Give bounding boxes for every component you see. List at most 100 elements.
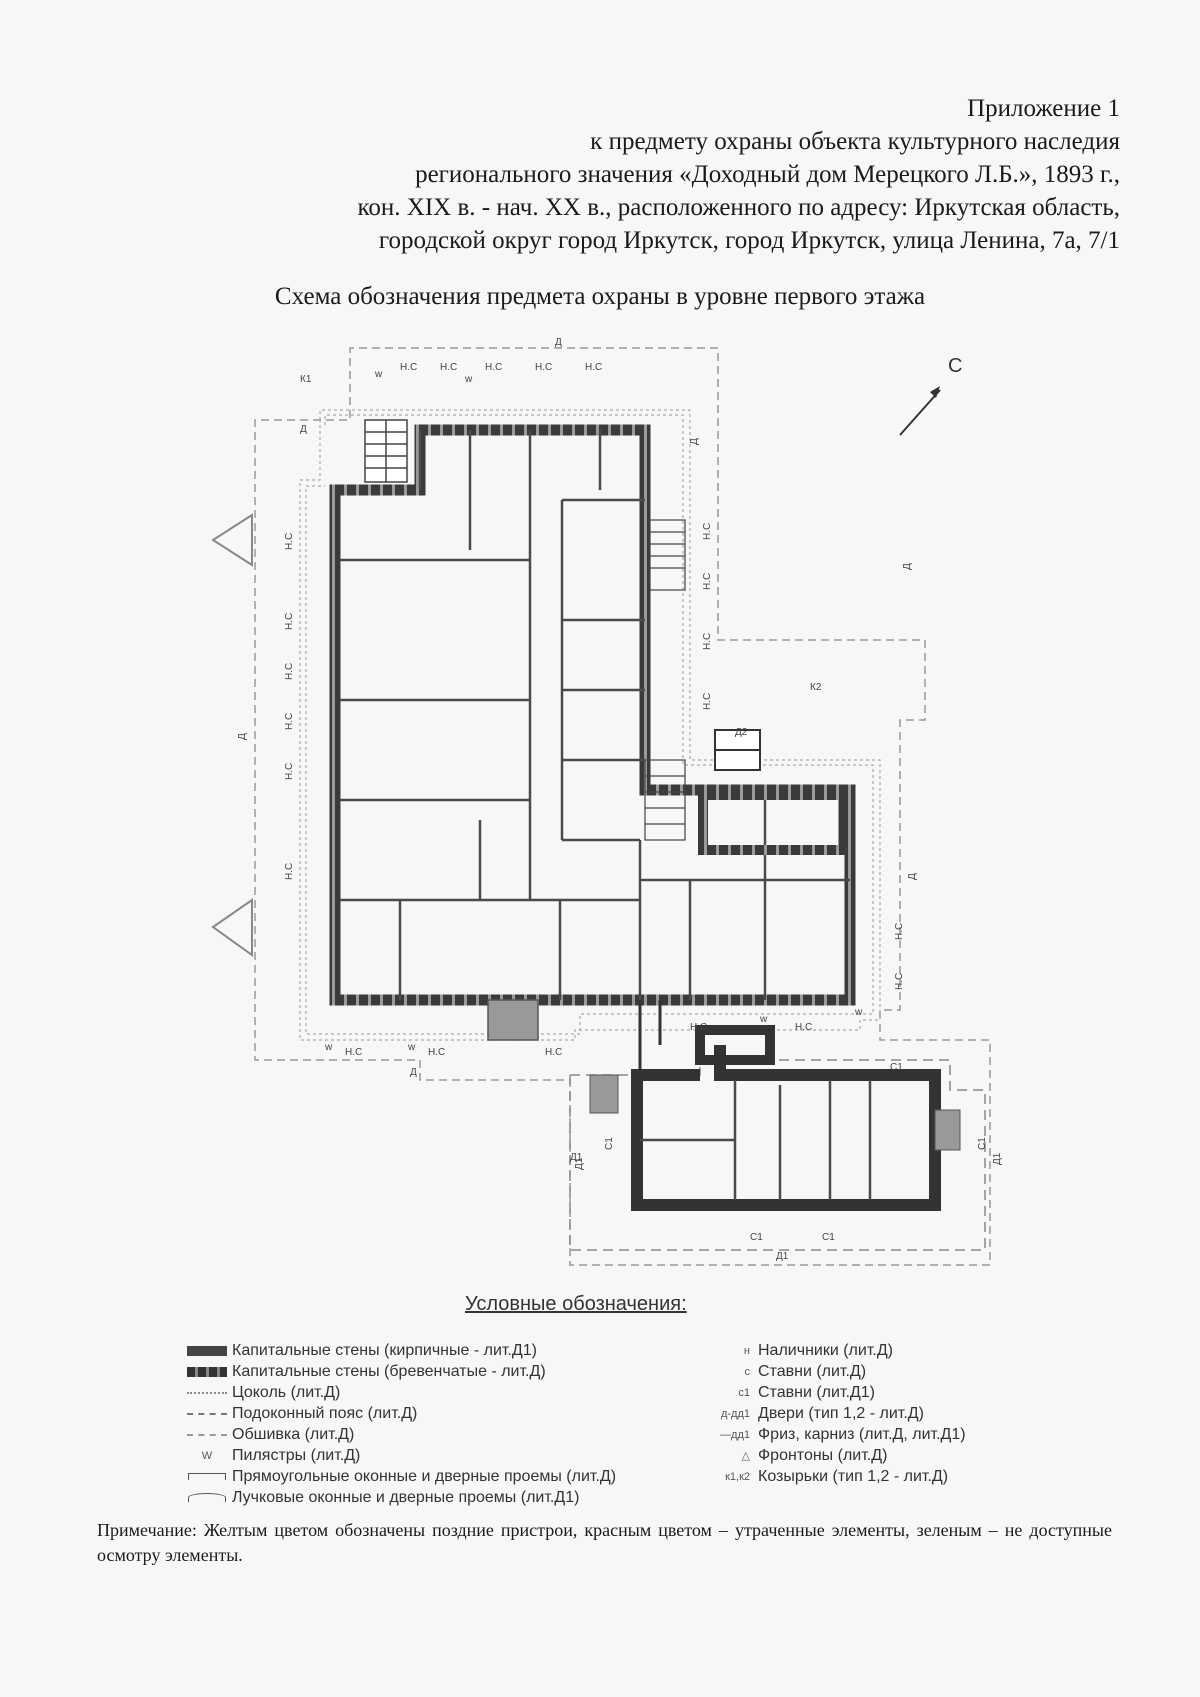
canopy-k2-label: К2	[810, 682, 822, 693]
plinth-outline	[299, 409, 881, 1041]
pilaster-symbol-icon: W	[201, 1449, 213, 1462]
legend-item: с Ставни (лит.Д)	[700, 1361, 1030, 1382]
footnote: Примечание: Желтым цветом обозначены поз…	[97, 1520, 1112, 1565]
outer-outline-main	[254, 347, 991, 1266]
plan-labels: К1 К2 Д Д Д Д2 Д1 Д1 Н.С Н.С Н.С Н.С Н.С…	[300, 337, 903, 1262]
legend-item: —дд1 Фриз, карниз (лит.Д, лит.Д1)	[700, 1424, 1030, 1445]
gable-south	[211, 898, 253, 957]
legend-item: Капитальные стены (кирпичные - лит.Д1)	[182, 1340, 712, 1361]
interior-walls	[340, 430, 850, 1000]
legend-label: Ставни (лит.Д)	[758, 1362, 867, 1380]
side-shutter-9: Н.С	[702, 633, 713, 650]
side-shutter-8: Н.С	[702, 573, 713, 590]
legend-label: Фронтоны (лит.Д)	[758, 1446, 888, 1464]
annex-porch-west	[589, 1074, 619, 1114]
door-d2-label: Д2	[735, 727, 748, 738]
pilaster-mark-6: w	[854, 1007, 863, 1018]
legend-label: Цоколь (лит.Д)	[232, 1383, 341, 1401]
shutter-label-1: Н.С	[400, 362, 417, 373]
legend-item: с1 Ставни (лит.Д1)	[700, 1382, 1030, 1403]
side-shutter-10: Н.С	[702, 693, 713, 710]
east-block-walls	[698, 790, 848, 855]
sill-belt-line-icon	[182, 1412, 232, 1415]
shutter-label-5: Н.С	[585, 362, 602, 373]
legend-label: Капитальные стены (кирпичные - лит.Д1)	[232, 1341, 537, 1359]
north-stair	[364, 419, 408, 483]
side-shutter-11: Н.С	[894, 923, 905, 940]
shutter-label-7: Н.С	[428, 1047, 445, 1058]
side-door-ne: Д	[689, 438, 700, 445]
shutter-label-8: Н.С	[545, 1047, 562, 1058]
side-shutter-2: Н.С	[284, 613, 295, 630]
main-building-walls	[329, 424, 856, 1006]
north-label: С	[948, 355, 962, 377]
brick-wall-swatch-icon	[182, 1345, 232, 1356]
side-door-west: Д	[237, 733, 248, 740]
legend-item: Подоконный пояс (лит.Д)	[182, 1403, 712, 1424]
legend-label: Козырьки (тип 1,2 - лит.Д)	[758, 1467, 949, 1485]
legend-item: Прямоугольные оконные и дверные проемы (…	[182, 1466, 712, 1487]
side-door-d1-west: Д1	[574, 1157, 585, 1170]
plan-side-labels: Н.С Н.С Н.С Н.С Н.С Н.С Н.С Н.С Н.С Н.С …	[237, 438, 1003, 1170]
pilaster-mark-1: w	[374, 369, 383, 380]
shutter-c1-label-1: С1	[890, 1062, 903, 1073]
legend-label: Двери (тип 1,2 - лит.Д)	[758, 1404, 924, 1422]
legend-item: н Наличники (лит.Д)	[700, 1340, 1030, 1361]
legend-right-column: н Наличники (лит.Д) с Ставни (лит.Д) с1 …	[700, 1340, 1030, 1487]
gable-icon: △	[741, 1450, 750, 1462]
legend-item: W Пилястры (лит.Д)	[182, 1445, 712, 1466]
door-d1-west-label: Д1	[570, 1152, 583, 1163]
legend-label: Капитальные стены (бревенчатые - лит.Д)	[232, 1362, 546, 1380]
document-heading: Приложение 1 к предмету охраны объекта к…	[120, 92, 1120, 257]
shutter-label-9: Н.С	[690, 1022, 707, 1033]
legend-label: Подоконный пояс (лит.Д)	[232, 1404, 418, 1422]
legend-item: △ Фронтоны (лит.Д)	[700, 1445, 1030, 1466]
side-shutter-c1-west: С1	[604, 1137, 615, 1150]
legend-symbol: д-дд1	[720, 1407, 750, 1420]
inner-stair	[644, 519, 686, 841]
cladding-line-icon	[182, 1433, 232, 1436]
side-door-east: Д	[907, 873, 918, 880]
shutter-c1-label-2: С1	[750, 1232, 763, 1243]
pilaster-mark-4: w	[407, 1042, 416, 1053]
floor-plan: С К1 К2 Д Д Д Д2 Д1 Д1 Н.С Н.С Н.С Н.С Н…	[211, 337, 1003, 1266]
legend-left-column: Капитальные стены (кирпичные - лит.Д1) К…	[182, 1340, 712, 1508]
gable-north	[211, 513, 253, 567]
north-arrow: С	[899, 355, 962, 436]
heading-line-4: кон. XIX в. - нач. XX в., расположенного…	[357, 194, 1120, 221]
pilaster-mark-5: w	[759, 1014, 768, 1025]
side-shutter-c1-east: С1	[977, 1137, 988, 1150]
legend-item: к1,к2 Козырьки (тип 1,2 - лит.Д)	[700, 1466, 1030, 1487]
legend-label: Фриз, карниз (лит.Д, лит.Д1)	[758, 1425, 966, 1443]
porch-k2	[714, 729, 761, 771]
legend-label: Лучковые оконные и дверные проемы (лит.Д…	[232, 1488, 580, 1506]
annex-porch-east	[934, 1109, 961, 1151]
connector-walls	[638, 1000, 662, 1075]
heading-line-5: городской округ город Иркутск, город Ирк…	[378, 227, 1120, 254]
legend-item: Цоколь (лит.Д)	[182, 1382, 712, 1403]
door-label-bottom: Д	[410, 1067, 417, 1078]
annex-interior-walls	[640, 1080, 872, 1200]
legend-item: д-дд1 Двери (тип 1,2 - лит.Д)	[700, 1403, 1030, 1424]
legend-label: Наличники (лит.Д)	[758, 1341, 893, 1359]
legend-symbol: с	[744, 1365, 751, 1378]
log-wall-swatch-icon	[182, 1366, 232, 1377]
side-shutter-5: Н.С	[284, 763, 295, 780]
legend-label: Ставни (лит.Д1)	[758, 1383, 875, 1401]
side-shutter-6: Н.С	[284, 863, 295, 880]
canopy-k1-label: К1	[300, 374, 312, 385]
shutter-c1-label-3: С1	[822, 1232, 835, 1243]
arched-opening-icon	[182, 1493, 232, 1502]
side-shutter-7: Н.С	[702, 523, 713, 540]
legend-title: Условные обозначения:	[465, 1293, 687, 1315]
legend-item: Лучковые оконные и дверные проемы (лит.Д…	[182, 1487, 712, 1508]
legend-symbol: к1,к2	[725, 1470, 750, 1483]
shutter-label-3: Н.С	[485, 362, 502, 373]
side-door-far-east: Д	[902, 563, 913, 570]
side-shutter-4: Н.С	[284, 713, 295, 730]
shutter-label-4: Н.С	[535, 362, 552, 373]
annex-walls	[631, 1025, 941, 1211]
legend-symbol: с1	[738, 1386, 750, 1399]
heading-line-3: регионального значения «Доходный дом Мер…	[415, 161, 1120, 188]
heading-line-2: к предмету охраны объекта культурного на…	[590, 128, 1120, 155]
